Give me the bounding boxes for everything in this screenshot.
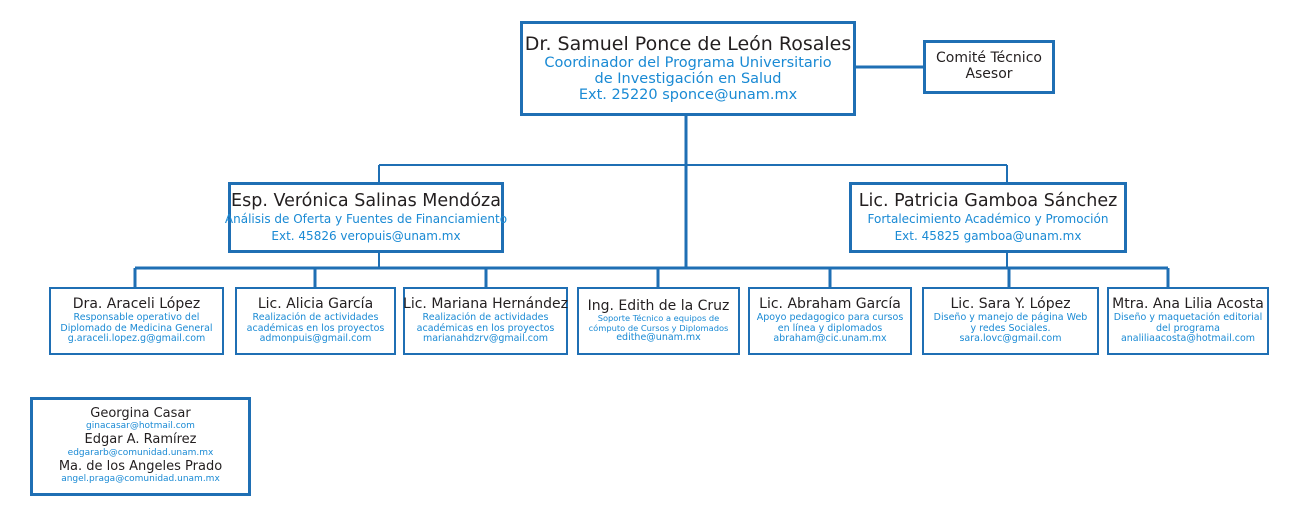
coordinator-name: Dr. Samuel Ponce de León Rosales <box>524 32 852 55</box>
staff-role-line-1: Diseño y manejo de página Web <box>933 311 1088 323</box>
support-contact: edgararb@comunidad.unam.mx <box>67 447 214 458</box>
committee-line-2: Asesor <box>965 66 1013 82</box>
staff-name: Ing. Edith de la Cruz <box>587 297 730 314</box>
staff-name: Lic. Alicia García <box>257 296 374 313</box>
right-manager-name: Lic. Patricia Gamboa Sánchez <box>858 190 1118 211</box>
staff-role-line-2: del programa <box>1156 322 1220 334</box>
staff-role-line-2: cómputo de Cursos y Diplomados <box>588 322 729 333</box>
support-contact: ginacasar@hotmail.com <box>86 421 195 432</box>
staff-box-ana-lilia: Mtra. Ana Lilia Acosta Diseño y maquetac… <box>1107 287 1269 355</box>
staff-box-sara: Lic. Sara Y. López Diseño y manejo de pá… <box>922 287 1099 355</box>
staff-role-line-2: Diplomado de Medicina General <box>60 322 213 334</box>
staff-contact: sara.lovc@gmail.com <box>959 333 1062 345</box>
support-contact: angel.praga@comunidad.unam.mx <box>61 474 220 485</box>
staff-box-mariana: Lic. Mariana Hernández Realización de ac… <box>403 287 568 355</box>
staff-box-edith: Ing. Edith de la Cruz Soporte Técnico a … <box>577 287 740 355</box>
coordinator-contact: Ext. 25220 sponce@unam.mx <box>578 87 798 104</box>
staff-name: Mtra. Ana Lilia Acosta <box>1112 296 1264 313</box>
support-team-box: Georgina Casar ginacasar@hotmail.com Edg… <box>30 397 251 496</box>
staff-role-line-1: Diseño y maquetación editorial <box>1113 311 1263 323</box>
left-manager-contact: Ext. 45826 veropuis@unam.mx <box>271 228 461 243</box>
staff-role-line-1: Responsable operativo del <box>73 311 200 323</box>
staff-contact: edithe@unam.mx <box>616 331 701 343</box>
staff-contact: abraham@cic.unam.mx <box>773 333 887 345</box>
staff-role-line-1: Apoyo pedagogico para cursos <box>756 311 904 323</box>
coordinator-role-line-1: Coordinador del Programa Universitario <box>544 54 832 71</box>
staff-contact: marianahdzrv@gmail.com <box>422 333 549 345</box>
staff-contact: g.araceli.lopez.g@gmail.com <box>67 333 206 345</box>
staff-role-line-2: académicas en los proyectos <box>416 322 555 334</box>
staff-role-line-2: en línea y diplomados <box>777 322 883 334</box>
staff-role-line-2: académicas en los proyectos <box>246 322 385 334</box>
staff-role-line-1: Soporte Técnico a equipos de <box>597 313 720 324</box>
staff-box-araceli: Dra. Araceli López Responsable operativo… <box>49 287 224 355</box>
staff-role-line-1: Realización de actividades <box>252 311 379 323</box>
right-manager-contact: Ext. 45825 gamboa@unam.mx <box>894 228 1082 243</box>
right-manager-role: Fortalecimiento Académico y Promoción <box>867 212 1109 227</box>
right-manager-box: Lic. Patricia Gamboa Sánchez Fortalecimi… <box>849 182 1127 253</box>
staff-role-line-2: y redes Sociales. <box>970 322 1051 334</box>
coordinator-box: Dr. Samuel Ponce de León Rosales Coordin… <box>520 21 856 116</box>
staff-name: Lic. Sara Y. López <box>950 296 1071 313</box>
committee-line-1: Comité Técnico <box>936 50 1042 67</box>
staff-role-line-1: Realización de actividades <box>422 311 549 323</box>
staff-name: Dra. Araceli López <box>72 296 201 313</box>
staff-box-alicia: Lic. Alicia García Realización de activi… <box>235 287 396 355</box>
staff-name: Lic. Mariana Hernández <box>403 296 568 313</box>
staff-name: Lic. Abraham García <box>759 296 901 313</box>
staff-contact: admonpuis@gmail.com <box>259 333 372 345</box>
left-manager-box: Esp. Verónica Salinas Mendóza Análisis d… <box>224 182 508 253</box>
support-name: Georgina Casar <box>90 405 191 421</box>
committee-box: Comité Técnico Asesor <box>923 40 1055 94</box>
support-name: Edgar A. Ramírez <box>84 432 197 448</box>
staff-contact: analiliaacosta@hotmail.com <box>1120 333 1256 345</box>
left-manager-name: Esp. Verónica Salinas Mendóza <box>231 190 501 211</box>
staff-box-abraham: Lic. Abraham García Apoyo pedagogico par… <box>748 287 912 355</box>
support-name: Ma. de los Angeles Prado <box>58 458 223 474</box>
left-manager-role: Análisis de Oferta y Fuentes de Financia… <box>224 212 508 227</box>
coordinator-role-line-2: de Investigación en Salud <box>594 71 782 88</box>
